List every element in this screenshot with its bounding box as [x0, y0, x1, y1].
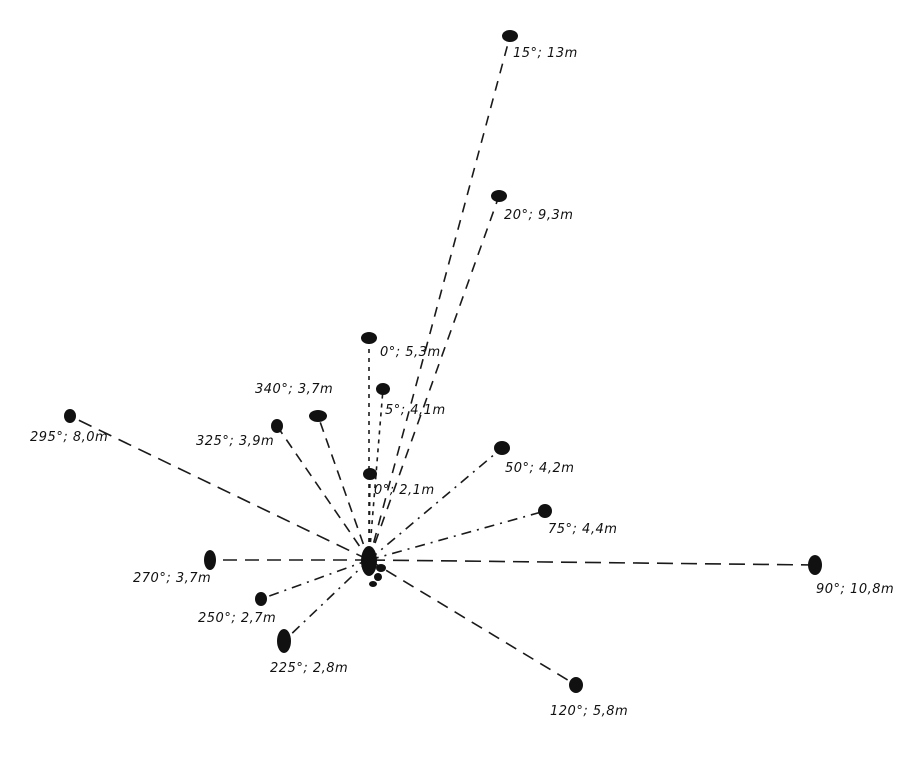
bearing-label: 0°; 5,3m [380, 345, 441, 360]
bearing-ray [368, 510, 546, 561]
bearing-label: 325°; 3,9m [196, 434, 274, 449]
stone-marker [491, 190, 507, 202]
bearing-label: 0°; 2,1m [374, 483, 435, 498]
label-group: 15°; 13m 20°; 9,3m 0°; 5,3m 5°; 4,1m 340°; 3… [30, 46, 894, 719]
stone-marker [309, 410, 327, 422]
bearing-ray [317, 415, 370, 561]
center-stone [361, 546, 377, 576]
stone-group [64, 30, 822, 693]
stone-marker [204, 550, 216, 570]
center-pebble [374, 573, 382, 581]
bearing-label: 295°; 8,0m [30, 430, 108, 445]
stone-marker [808, 555, 822, 575]
bearing-label: 50°; 4,2m [505, 461, 574, 476]
bearing-ray [368, 388, 384, 561]
bearing-label: 270°; 3,7m [133, 571, 211, 586]
bearing-ray [368, 559, 577, 686]
bearing-ray [368, 195, 500, 561]
stone-marker [363, 468, 377, 480]
center-pebble [369, 581, 377, 587]
bearing-label: 340°; 3,7m [255, 382, 333, 397]
stone-marker [271, 419, 283, 433]
stone-marker [361, 332, 377, 344]
ray-group [69, 35, 816, 686]
bearing-label: 250°; 2,7m [198, 611, 276, 626]
stone-marker [376, 383, 390, 395]
bearing-ray [283, 559, 370, 642]
stone-marker [494, 441, 510, 455]
bearing-ray [368, 35, 511, 561]
bearing-label: 75°; 4,4m [548, 522, 617, 537]
bearing-ray [260, 559, 370, 600]
bearing-ray [368, 559, 816, 566]
bearing-ray [368, 447, 503, 561]
bearing-label: 5°; 4,1m [385, 403, 446, 418]
stone-marker [569, 677, 583, 693]
bearing-label: 90°; 10,8m [816, 582, 894, 597]
stone-marker [502, 30, 518, 42]
bearing-label: 20°; 9,3m [504, 208, 573, 223]
bearing-ray [69, 415, 370, 561]
stone-marker [277, 629, 291, 653]
bearing-label: 120°; 5,8m [550, 704, 628, 719]
bearing-label: 225°; 2,8m [270, 661, 348, 676]
stone-marker [538, 504, 552, 518]
bearing-ray [276, 425, 370, 561]
stone-marker [255, 592, 267, 606]
center-pebble [376, 564, 386, 572]
stone-marker [64, 409, 76, 423]
bearing-label: 15°; 13m [513, 46, 578, 61]
